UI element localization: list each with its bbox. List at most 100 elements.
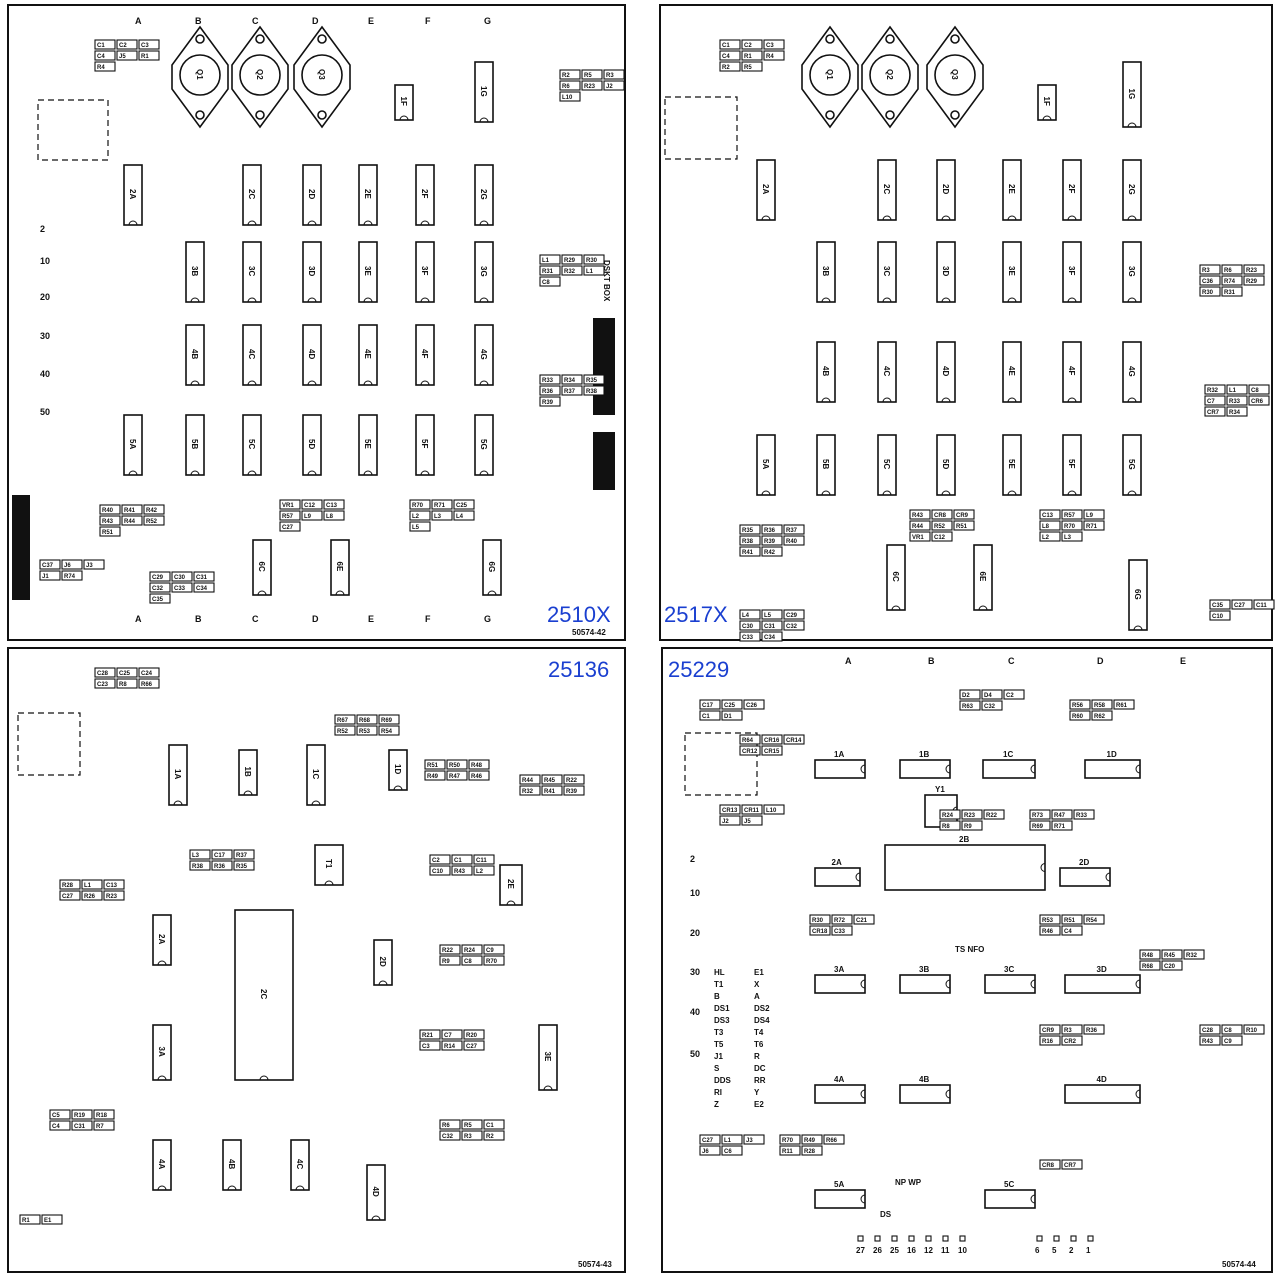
ic-notch xyxy=(1135,764,1141,774)
component-body xyxy=(739,620,761,631)
component-r39: R39 xyxy=(563,785,585,796)
component-body xyxy=(1199,1024,1221,1035)
ic-notch xyxy=(1067,397,1077,403)
component-r48: R48 xyxy=(1139,949,1161,960)
component-label: R36 xyxy=(542,389,554,395)
component-r40: R40 xyxy=(99,504,121,515)
ic-notch xyxy=(247,297,257,303)
component-label: CR9 xyxy=(1042,1028,1055,1034)
component-label: R45 xyxy=(544,778,556,784)
ic-body xyxy=(1002,159,1022,221)
component-label: R44 xyxy=(522,778,534,784)
component-body xyxy=(563,785,585,796)
component-r33: R33 xyxy=(539,374,561,385)
component-r32: R32 xyxy=(1204,384,1226,395)
ic-body xyxy=(373,939,393,986)
ic-body xyxy=(242,241,262,303)
ic-4b: 4B xyxy=(222,1139,242,1191)
component-label: R74 xyxy=(64,574,76,580)
component-body xyxy=(59,890,81,901)
ic-notch xyxy=(247,380,257,386)
component-body xyxy=(583,385,605,396)
ic-label: T1 xyxy=(324,859,333,869)
component-label: R34 xyxy=(564,378,576,384)
component-label: C2 xyxy=(744,43,752,49)
component-label: R38 xyxy=(742,539,754,545)
component-c31: C31 xyxy=(71,1120,93,1131)
component-label: C1 xyxy=(454,858,462,864)
ic-body xyxy=(1062,434,1082,496)
component-body xyxy=(94,678,116,689)
component-c29: C29 xyxy=(149,571,171,582)
component-label: R28 xyxy=(804,1149,816,1155)
component-r2: R2 xyxy=(559,69,581,80)
ic-3e: 3E xyxy=(538,1024,558,1091)
component-r70: R70 xyxy=(779,1134,801,1145)
pin-number: 27 xyxy=(856,1246,865,1255)
component-label: R57 xyxy=(282,514,294,520)
transistor-can xyxy=(179,54,221,96)
component-label: R6 xyxy=(1224,268,1232,274)
component-body xyxy=(739,546,761,557)
ic-label: 4D xyxy=(307,349,316,359)
ic-5g: 5G xyxy=(474,414,494,476)
component-c17: C17 xyxy=(211,849,233,860)
transistor-q3: Q3 xyxy=(926,25,984,129)
component-label: CR8 xyxy=(1042,1163,1055,1169)
pad xyxy=(1053,1235,1060,1242)
component-label: R51 xyxy=(1064,918,1076,924)
component-body xyxy=(1039,509,1061,520)
component-c5: C5 xyxy=(49,1109,71,1120)
component-label: C27 xyxy=(466,1044,478,1050)
component-c17: C17 xyxy=(699,699,721,710)
component-label: L2 xyxy=(1042,535,1050,541)
component-label: R1 xyxy=(141,54,149,60)
ic-5c: 5C xyxy=(877,434,897,496)
ic-notch xyxy=(363,297,373,303)
ic-label: 1B xyxy=(919,750,929,759)
transistor-label: Q3 xyxy=(317,69,326,80)
transistor-q2: Q2 xyxy=(861,25,919,129)
component-body xyxy=(279,521,301,532)
component-label: R73 xyxy=(1032,813,1044,819)
ic-1b: 1B xyxy=(899,750,951,779)
component-label: C25 xyxy=(456,503,468,509)
ic-body xyxy=(538,1024,558,1091)
transistor-q1: Q1 xyxy=(801,25,859,129)
ic-body xyxy=(899,974,951,994)
component-c8: C8 xyxy=(1248,384,1270,395)
ic-label: 5C xyxy=(882,459,891,469)
component-label: C8 xyxy=(1224,1028,1232,1034)
component-body xyxy=(41,1214,63,1225)
component-label: L10 xyxy=(766,808,777,814)
component-label: R31 xyxy=(542,269,554,275)
component-body xyxy=(99,504,121,515)
component-body xyxy=(1091,699,1113,710)
component-r33: R33 xyxy=(1073,809,1095,820)
component-label: C33 xyxy=(174,586,186,592)
component-r53: R53 xyxy=(356,725,378,736)
component-r58: R58 xyxy=(1091,699,1113,710)
component-label: R3 xyxy=(464,1134,472,1140)
component-body xyxy=(741,815,763,826)
ic-label: 2G xyxy=(1127,184,1136,195)
pin-number: 6 xyxy=(1035,1246,1040,1255)
component-body xyxy=(981,689,1003,700)
component-body xyxy=(1083,914,1105,925)
component-label: CR11 xyxy=(744,808,760,814)
component-body xyxy=(559,80,581,91)
component-r37: R37 xyxy=(233,849,255,860)
ic-label: 5A xyxy=(128,439,137,449)
ic-notch xyxy=(1030,764,1036,774)
component-r34: R34 xyxy=(1226,406,1248,417)
component-label: VR1 xyxy=(912,535,924,541)
component-r36: R36 xyxy=(761,524,783,535)
component-label: CR14 xyxy=(786,738,802,744)
ic-4g: 4G xyxy=(474,324,494,386)
ic-2e: 2E xyxy=(1002,159,1022,221)
component-body xyxy=(761,734,783,745)
component-label: R4 xyxy=(766,54,774,60)
component-r49: R49 xyxy=(801,1134,823,1145)
component-label: R3 xyxy=(606,73,614,79)
